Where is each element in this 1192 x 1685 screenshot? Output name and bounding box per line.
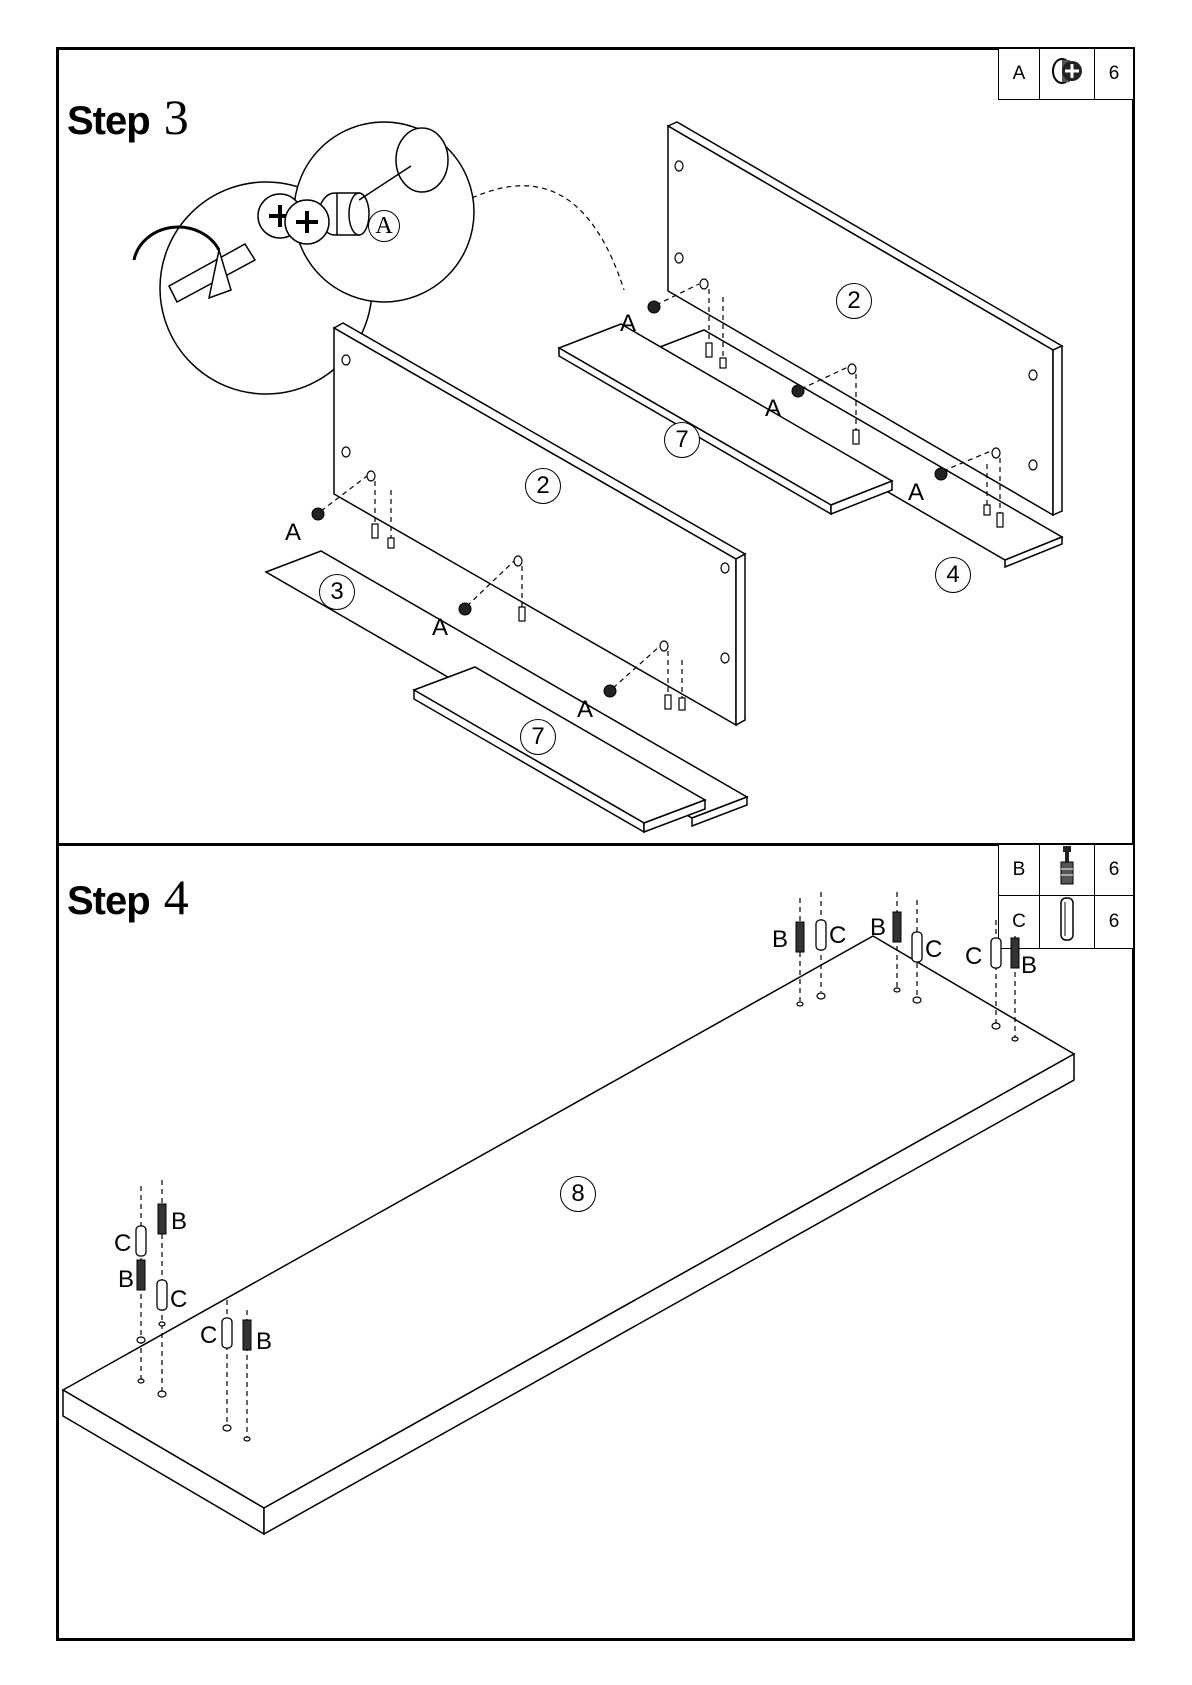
hardware-label-b: B	[1021, 952, 1037, 980]
part-label-8: 8	[560, 1176, 596, 1212]
callout-label-a: A	[368, 210, 400, 242]
hardware-label-b: B	[870, 914, 886, 942]
hardware-label-c: C	[170, 1286, 187, 1314]
top-panel-8	[63, 936, 1074, 1508]
hardware-label-b: B	[171, 1208, 187, 1236]
hardware-label-c: C	[965, 943, 982, 971]
part-label-7-front: 7	[520, 719, 556, 755]
hardware-label-a: A	[765, 395, 781, 423]
hardware-label-c: C	[200, 1322, 217, 1350]
hardware-label-c: C	[829, 922, 846, 950]
part-label-3: 3	[319, 574, 355, 610]
step-3-assembly-drawing	[59, 50, 1138, 849]
hardware-label-b: B	[118, 1266, 134, 1294]
hardware-label-a: A	[432, 614, 448, 642]
part-label-2-front: 2	[525, 468, 561, 504]
hardware-label-a: A	[285, 519, 301, 547]
part-label-4: 4	[935, 557, 971, 593]
hardware-label-a: A	[577, 696, 593, 724]
hardware-label-b: B	[772, 926, 788, 954]
hardware-label-c: C	[114, 1230, 131, 1258]
hardware-label-a: A	[908, 479, 924, 507]
hardware-label-b: B	[256, 1328, 272, 1356]
hardware-label-c: C	[925, 936, 942, 964]
hardware-label-a: A	[620, 310, 636, 338]
part-label-7-back: 7	[664, 422, 700, 458]
part-label-2-back: 2	[836, 283, 872, 319]
